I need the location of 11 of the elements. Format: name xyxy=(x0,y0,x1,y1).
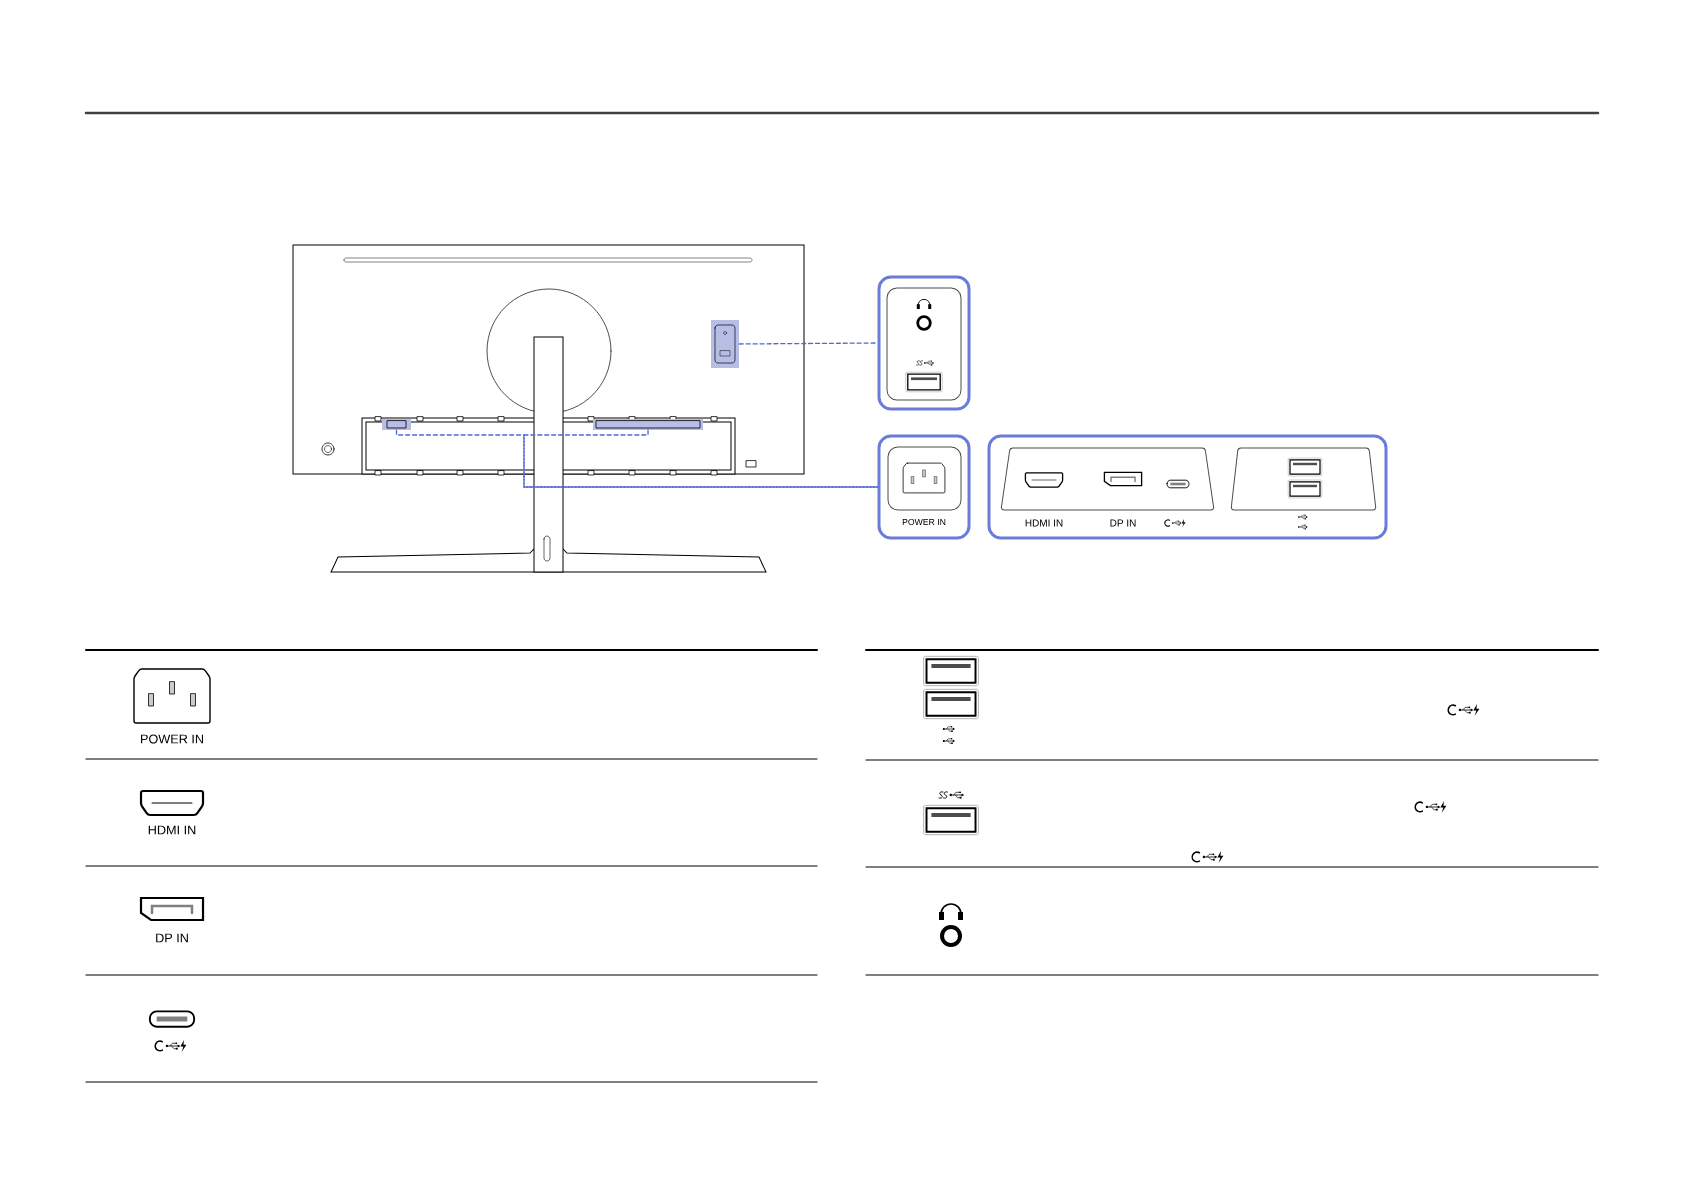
port-callout-panel: POWER IN xyxy=(877,434,971,540)
highlight-box xyxy=(593,419,703,430)
leader-line xyxy=(395,429,879,488)
highlight-box xyxy=(382,419,411,430)
port-label: HDMI IN xyxy=(148,825,196,835)
port-label: DP IN xyxy=(156,933,188,943)
highlight-box xyxy=(711,320,739,368)
port-callout-panel xyxy=(877,275,971,411)
port-label: POWER IN xyxy=(141,734,203,744)
port-callout-panel: HDMI IN DP IN xyxy=(987,434,1388,540)
leader-line xyxy=(523,429,879,488)
